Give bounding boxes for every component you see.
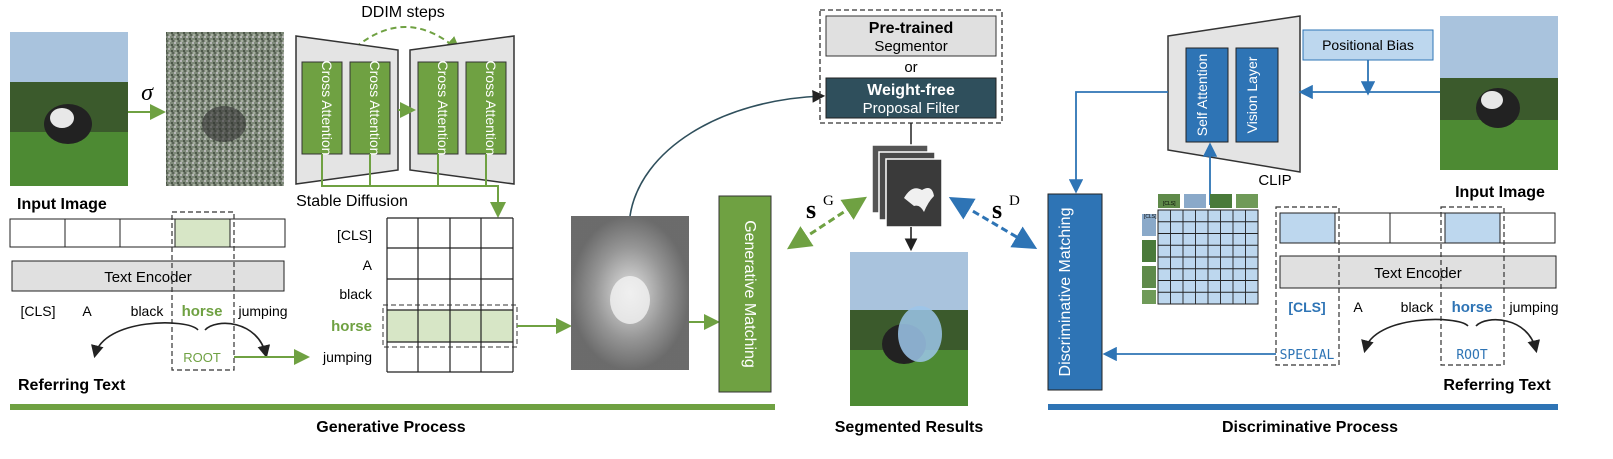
token-horse-discriminative: horse xyxy=(1452,299,1493,316)
token-black-discriminative: black xyxy=(1401,299,1435,315)
token-embedding-row xyxy=(9,218,286,248)
clip-label: CLIP xyxy=(1258,172,1291,189)
sg-symbol: s xyxy=(806,195,816,224)
vision-layer-block xyxy=(1235,47,1279,143)
referring-text-label-generative: Referring Text xyxy=(18,377,126,394)
pretrained-bold-label: Pre-trained xyxy=(869,20,953,37)
sd-score-arrow xyxy=(948,196,1038,250)
weightfree-proposal-box xyxy=(825,77,997,119)
sigma-symbol: σ xyxy=(141,80,154,106)
matrix-row-label-horse: horse xyxy=(331,318,372,335)
positional-bias-label: Positional Bias xyxy=(1322,37,1414,53)
token-black: black xyxy=(131,303,165,319)
vision-layer-label: Vision Layer xyxy=(1244,56,1260,133)
root-label-generative: ROOT xyxy=(183,350,221,365)
matrix-row-label-black: black xyxy=(339,286,373,302)
cross-attention-label-3: Cross Attention xyxy=(435,61,451,156)
attention-collect-line xyxy=(321,154,506,218)
input-image-label-generative: Input Image xyxy=(17,196,107,213)
input-image-label-discriminative: Input Image xyxy=(1455,184,1545,201)
cross-attention-label-4: Cross Attention xyxy=(483,61,499,156)
sd-superscript: D xyxy=(1009,193,1020,209)
clip-to-matching-arrow xyxy=(1068,91,1168,194)
stable-diffusion-label: Stable Diffusion xyxy=(296,193,408,210)
token-embedding-row-discriminative xyxy=(1279,212,1556,244)
patch-similarity-grid xyxy=(1142,194,1259,305)
segmented-results-label: Segmented Results xyxy=(835,419,984,436)
token-horse: horse xyxy=(182,303,223,320)
discriminative-process-bar xyxy=(1048,404,1558,410)
dependency-arc-jumping xyxy=(204,322,271,359)
heatmap-to-proposal-arrow xyxy=(629,89,826,217)
cross-attention-label-2: Cross Attention xyxy=(367,61,383,156)
patch-cls-left: [CLS] xyxy=(1144,214,1157,220)
input-photo-discriminative xyxy=(1440,16,1558,170)
text-encoder-label-generative: Text Encoder xyxy=(104,269,192,286)
sd-symbol: s xyxy=(992,195,1002,224)
cross-attention-label-1: Cross Attention xyxy=(319,61,335,156)
token-cls-discriminative: [CLS] xyxy=(1288,299,1325,315)
weightfree-bold-label: Weight-free xyxy=(867,82,955,99)
mask-proposals-stack xyxy=(871,144,943,228)
generative-matching-block xyxy=(718,195,772,393)
text-encoder-discriminative xyxy=(1279,255,1557,289)
referring-text-label-discriminative: Referring Text xyxy=(1443,377,1551,394)
token-jumping-discriminative: jumping xyxy=(1508,299,1558,315)
token-jumping: jumping xyxy=(237,303,287,319)
cross-attention-block-4: Cross Attention xyxy=(465,61,507,156)
ddim-arrow xyxy=(347,26,462,55)
token-cls: [CLS] xyxy=(20,303,55,319)
attention-drop-lines xyxy=(369,154,487,186)
positional-bias-box xyxy=(1302,29,1434,61)
self-attention-block xyxy=(1185,47,1229,143)
dependency-arc-a-discriminative xyxy=(1361,318,1469,354)
cross-attention-block-3: Cross Attention xyxy=(417,61,459,156)
pretrained-segmentor-box xyxy=(825,15,997,57)
discriminative-matching-block xyxy=(1047,193,1103,391)
cross-attention-block-1: Cross Attention xyxy=(301,61,343,156)
generative-matching-label: Generative Matching xyxy=(741,220,758,368)
dependency-arc-jumping-discriminative xyxy=(1475,319,1541,354)
patch-cls-top: [CLS] xyxy=(1163,201,1176,207)
special-token-highlight xyxy=(1275,206,1340,366)
cross-attention-block-2: Cross Attention xyxy=(349,61,391,156)
attention-heatmap xyxy=(571,216,689,370)
ddim-label: DDIM steps xyxy=(361,4,445,21)
token-a-discriminative: A xyxy=(1353,299,1363,315)
matrix-row-label-a: A xyxy=(363,257,373,273)
cross-attention-matrix xyxy=(382,217,518,373)
root-token-highlight xyxy=(171,211,235,371)
text-encoder-label-discriminative: Text Encoder xyxy=(1374,265,1462,282)
matrix-row-label-cls: [CLS] xyxy=(337,227,372,243)
input-photo-generative xyxy=(10,32,128,186)
sg-superscript: G xyxy=(823,193,834,209)
or-label: or xyxy=(904,59,917,76)
segmented-result-photo xyxy=(850,252,968,406)
noisy-photo xyxy=(166,32,284,186)
matrix-row-label-jumping: jumping xyxy=(322,349,372,365)
discriminative-process-label: Discriminative Process xyxy=(1222,419,1398,436)
root-label-discriminative: ROOT xyxy=(1456,348,1487,363)
dependency-arc-a xyxy=(91,322,199,359)
root-token-highlight-discriminative xyxy=(1440,206,1505,366)
sg-score-arrow xyxy=(786,196,868,250)
self-attention-label: Self Attention xyxy=(1194,54,1210,137)
weightfree-sub-label: Proposal Filter xyxy=(863,100,960,117)
discriminative-matching-label-line: Discriminative Matching xyxy=(1057,208,1074,377)
pretrained-sub-label: Segmentor xyxy=(874,38,947,55)
token-a: A xyxy=(82,303,92,319)
generative-process-label: Generative Process xyxy=(316,419,466,436)
generative-process-bar xyxy=(10,404,775,410)
special-label: SPECIAL xyxy=(1280,348,1335,363)
text-encoder-generative xyxy=(11,260,285,292)
